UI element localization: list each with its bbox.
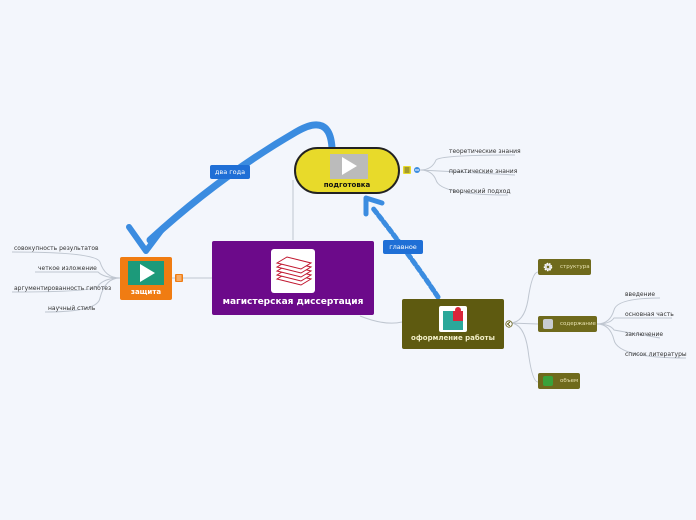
defense-child-2[interactable]: четкое изложение <box>38 265 97 272</box>
topic-defense[interactable]: защита <box>120 257 172 300</box>
preparation-child-2[interactable]: практические знания <box>449 168 518 175</box>
preparation-child-3[interactable]: творческий подход <box>449 188 511 195</box>
relation-two-years-label[interactable]: два года <box>210 165 250 179</box>
central-topic[interactable]: магистерская диссертация <box>212 241 374 315</box>
defense-child-3[interactable]: аргументированность гипотез <box>14 285 112 292</box>
defense-child-1[interactable]: совокупность результатов <box>14 245 99 252</box>
connector-preparation-children <box>419 154 516 196</box>
central-topic-label: магистерская диссертация <box>222 297 364 307</box>
content-item-1[interactable]: введение <box>625 291 656 298</box>
topic-defense-label: защита <box>130 288 162 296</box>
formatting-child-label: структура <box>560 264 590 270</box>
defense-child-4[interactable]: научный стиль <box>48 305 96 312</box>
topic-formatting-label: оформление работы <box>411 334 495 342</box>
formatting-child-label: содержание <box>560 321 596 327</box>
puzzle-icon <box>439 306 467 332</box>
topic-formatting[interactable]: оформление работы <box>402 299 504 349</box>
content-item-2[interactable]: основная часть <box>625 311 674 318</box>
connector-formatting-children <box>509 271 539 383</box>
play-icon[interactable] <box>342 157 357 175</box>
collapse-toggle-icon[interactable] <box>413 166 421 174</box>
video-thumbnail[interactable] <box>128 261 164 285</box>
connector-central-formatting <box>359 315 403 324</box>
document-stack-icon <box>271 249 315 293</box>
notes-icon[interactable] <box>175 274 183 282</box>
folder-icon <box>543 319 553 329</box>
topic-preparation-label: подготовка <box>323 181 371 189</box>
preparation-child-1[interactable]: теоретические знания <box>449 148 521 155</box>
gear-icon <box>543 262 553 272</box>
formatting-child-label: объем <box>560 378 579 384</box>
content-item-4[interactable]: список литературы <box>625 351 687 358</box>
connector-defense-children <box>11 251 121 313</box>
relation-main-arrowhead <box>363 195 385 217</box>
relation-two-years-line[interactable] <box>146 121 336 244</box>
video-thumbnail[interactable] <box>330 154 368 179</box>
relation-main-label[interactable]: главное <box>383 240 423 254</box>
formatting-child-content[interactable]: содержание <box>538 316 597 332</box>
play-icon[interactable] <box>140 264 155 282</box>
collapse-toggle-icon[interactable] <box>505 320 513 328</box>
notes-icon[interactable] <box>403 166 411 174</box>
content-item-3[interactable]: заключение <box>625 331 664 338</box>
connector-content-items <box>596 297 687 359</box>
formatting-child-structure[interactable]: структура <box>538 259 591 275</box>
relation-two-years-arrowhead <box>126 224 167 254</box>
topic-preparation[interactable]: подготовка <box>294 147 400 194</box>
book-icon <box>543 376 553 386</box>
formatting-child-volume[interactable]: объем <box>538 373 580 389</box>
